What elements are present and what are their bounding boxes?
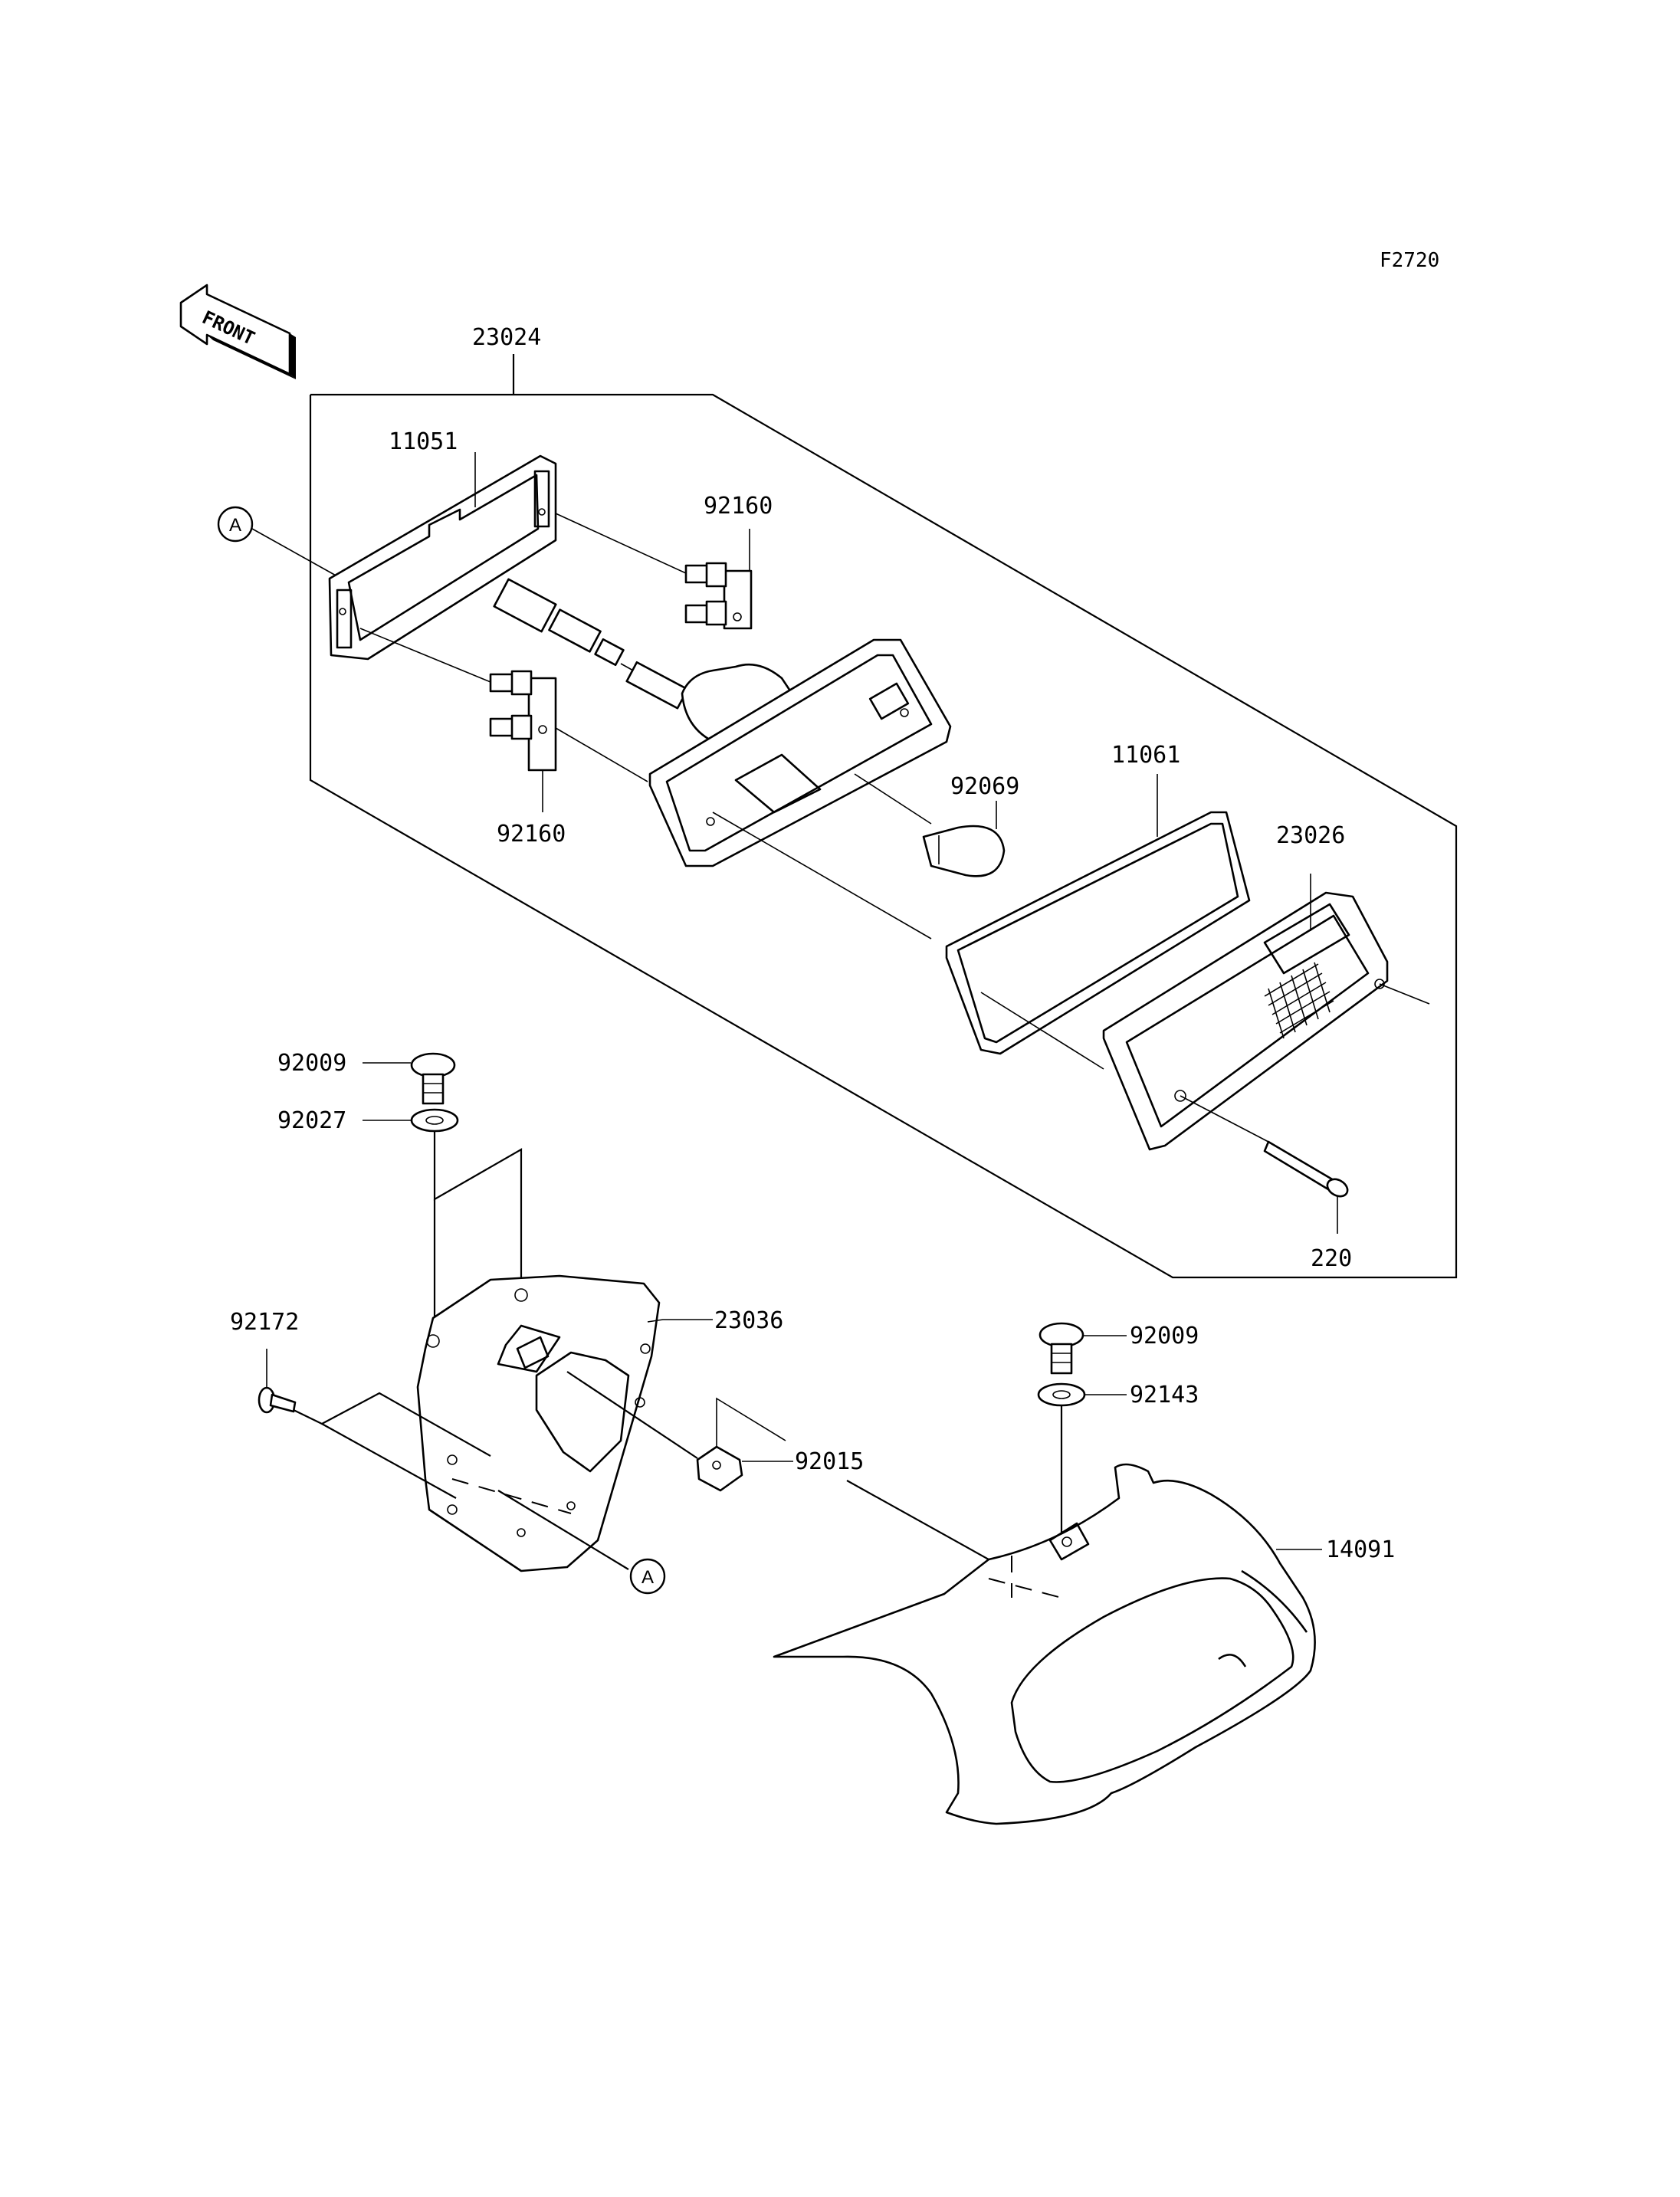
label-23036: 23036 <box>714 1307 783 1334</box>
ref-a-top-leader <box>251 528 338 577</box>
figure-code: F2720 <box>1380 249 1439 272</box>
part-220-screw <box>1180 1095 1349 1198</box>
part-11051-gasket <box>328 454 557 661</box>
part-23036-bracket <box>416 1274 661 1572</box>
ref-mark-a-top-label: A <box>229 515 241 536</box>
label-11051: 11051 <box>389 428 458 455</box>
ref-mark-a-top <box>217 506 254 543</box>
label-92027: 92027 <box>277 1107 346 1134</box>
bulb-wiring <box>493 578 689 710</box>
label-92015: 92015 <box>795 1448 864 1475</box>
label-92172: 92172 <box>230 1309 299 1336</box>
front-arrow-icon: FRONT <box>179 284 296 379</box>
label-92009-right: 92009 <box>1130 1323 1199 1349</box>
label-220: 220 <box>1311 1245 1352 1272</box>
label-92009-left: 92009 <box>277 1050 346 1077</box>
ref-mark-a-bottom <box>629 1558 666 1595</box>
part-92160-top-socket <box>684 562 753 630</box>
label-92069: 92069 <box>950 773 1019 800</box>
part-92009-screw-left <box>410 1052 456 1105</box>
label-11061: 11061 <box>1111 742 1180 769</box>
label-92160-top: 92160 <box>704 493 773 520</box>
part-92027-washer <box>410 1108 459 1133</box>
part-92143-washer <box>1037 1382 1086 1407</box>
lens-grid <box>1264 962 1334 1039</box>
bracket-fastener-leader <box>433 1131 523 1295</box>
ref-mark-a-bottom-label: A <box>641 1567 654 1588</box>
label-23024: 23024 <box>472 324 541 351</box>
part-11061-lens-gasket <box>945 811 1251 1055</box>
assembly-outline <box>309 393 1458 1279</box>
part-92160-bottom-socket <box>489 670 557 772</box>
part-92172-screw <box>258 1386 297 1414</box>
part-14091-cover <box>773 1463 1316 1825</box>
part-lamp-housing <box>648 638 952 867</box>
label-23026: 23026 <box>1276 822 1345 849</box>
part-23026-lens <box>1102 891 1389 1151</box>
part-92015-clip-nut <box>696 1445 743 1492</box>
label-92143: 92143 <box>1130 1382 1199 1408</box>
leader-23036 <box>647 1319 713 1323</box>
part-92069-bulb <box>922 825 1006 877</box>
label-92160-bottom: 92160 <box>497 821 566 848</box>
part-92009-screw-right <box>1039 1322 1084 1375</box>
label-14091: 14091 <box>1326 1536 1395 1563</box>
